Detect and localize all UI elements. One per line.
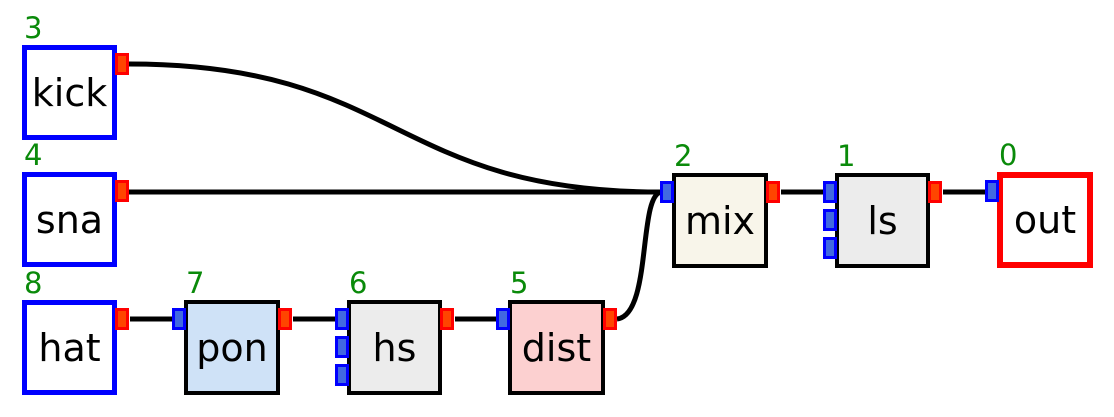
node-ls-label: ls [867,198,898,243]
ls-output-port[interactable] [928,181,942,203]
node-ls-box[interactable]: ls [835,173,930,268]
hs-input-port-2[interactable] [335,336,349,358]
node-mix[interactable]: 2 mix [660,142,780,268]
node-dist-number: 5 [510,266,529,300]
kick-output-port[interactable] [115,53,129,75]
node-hat-number: 8 [24,266,43,300]
node-pon-label: pon [196,325,268,370]
node-ls-number: 1 [837,139,856,173]
node-mix-number: 2 [674,139,693,173]
dist-input-port[interactable] [496,308,510,330]
hs-input-port-3[interactable] [335,364,349,386]
hs-input-port-1[interactable] [335,308,349,330]
node-ls[interactable]: 1 ls [823,142,942,268]
node-out-label: out [1013,198,1077,242]
node-hat[interactable]: 8 hat [22,269,129,395]
hs-output-port[interactable] [440,308,454,330]
node-hat-box[interactable]: hat [22,300,117,395]
pon-output-port[interactable] [278,308,292,330]
ls-input-port-3[interactable] [823,237,837,259]
node-hs-box[interactable]: hs [347,300,442,395]
node-out-number: 0 [999,138,1018,172]
node-hs[interactable]: 6 hs [335,269,454,395]
node-kick-number: 3 [24,11,43,45]
node-dist[interactable]: 5 dist [496,269,617,395]
node-kick-box[interactable]: kick [22,45,117,140]
node-sna-box[interactable]: sna [22,172,117,267]
wire-dist-to-mix [616,189,663,322]
dist-output-port[interactable] [603,308,617,330]
sna-output-port[interactable] [115,180,129,202]
node-kick-label: kick [31,70,108,115]
wire-kick-to-mix [128,61,662,195]
node-hs-label: hs [372,325,417,370]
out-input-port[interactable] [985,180,999,202]
node-sna[interactable]: 4 sna [22,141,129,267]
node-pon-box[interactable]: pon [184,300,280,395]
node-dist-label: dist [521,325,592,370]
hat-output-port[interactable] [115,308,129,330]
node-mix-box[interactable]: mix [672,173,768,268]
node-kick[interactable]: 3 kick [22,14,129,140]
pon-input-port[interactable] [172,308,186,330]
node-sna-number: 4 [24,138,43,172]
mix-input-port[interactable] [660,181,674,203]
node-pon-number: 7 [186,266,205,300]
mix-output-port[interactable] [766,181,780,203]
node-out-box[interactable]: out [997,172,1093,268]
ls-input-port-1[interactable] [823,181,837,203]
node-hs-number: 6 [349,266,368,300]
ls-input-port-2[interactable] [823,209,837,231]
node-mix-label: mix [684,198,756,243]
node-hat-label: hat [38,325,101,370]
node-dist-box[interactable]: dist [508,300,605,395]
node-sna-label: sna [35,197,104,242]
node-out[interactable]: 0 out [985,141,1093,268]
node-pon[interactable]: 7 pon [172,269,292,395]
